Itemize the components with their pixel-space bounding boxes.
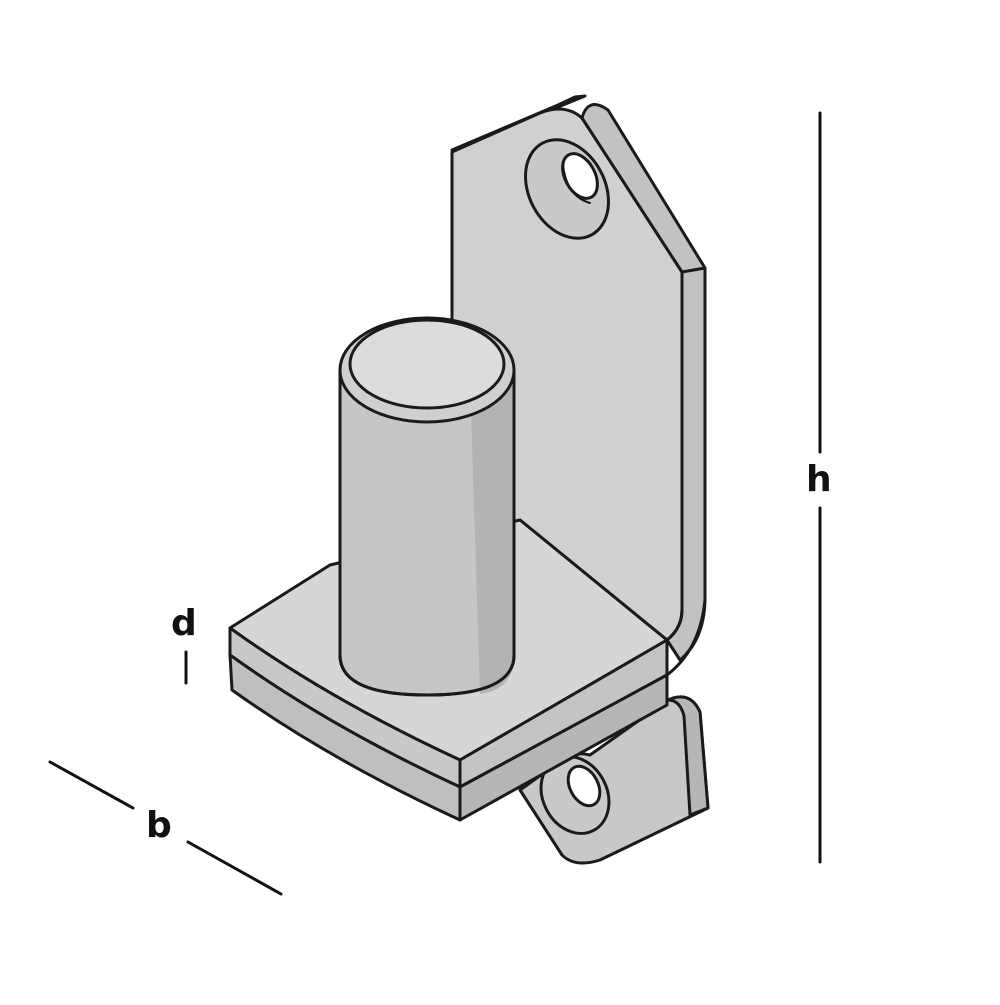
width-dimension-line-right (186, 840, 283, 896)
upper-mounting-hole (524, 138, 610, 240)
lower-mounting-hole (539, 755, 611, 835)
base-width-label: b (146, 805, 172, 846)
pivot-pin (338, 316, 516, 697)
dimension-lines (48, 111, 822, 896)
pin-diameter-label: d (171, 603, 197, 644)
width-dimension-line-left (48, 760, 135, 810)
lower-tab (518, 695, 710, 865)
height-label: h (806, 459, 832, 500)
